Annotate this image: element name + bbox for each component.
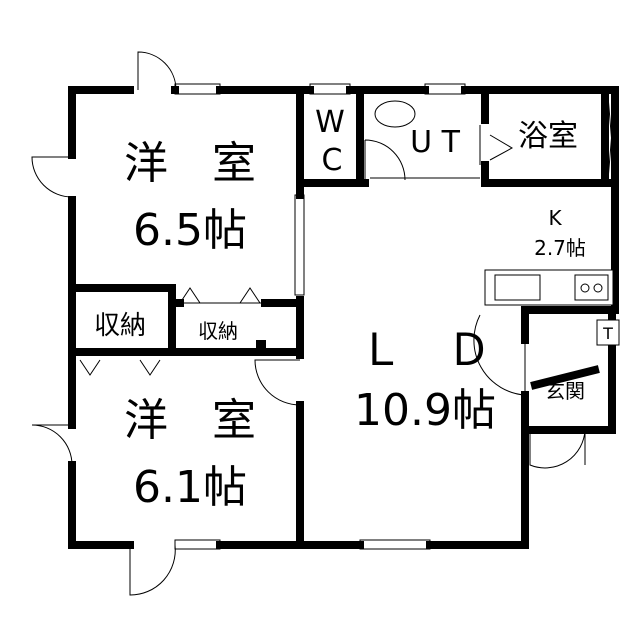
doors <box>31 51 616 596</box>
western2-name: 洋 室 <box>124 395 256 446</box>
kitchen-size: 2.7帖 <box>534 236 586 260</box>
window-western2-bottom <box>174 539 221 550</box>
washbasin-icon <box>374 100 416 128</box>
shoe-cabinet-box <box>596 319 620 346</box>
closet-doors-small <box>179 287 265 304</box>
walls <box>68 86 619 549</box>
door-western2-left <box>31 424 73 466</box>
door-entrance <box>529 429 586 469</box>
ut-label: U T <box>410 125 460 160</box>
ld-name: Ｌ Ｄ <box>359 325 491 376</box>
sliding-door-western1-ld <box>294 194 305 296</box>
burner-icon <box>593 283 603 293</box>
sink-icon <box>494 274 541 301</box>
western1-size: 6.5帖 <box>133 205 247 256</box>
shoe-cabinet-label: T <box>602 324 613 343</box>
wc-label-w: W <box>315 105 345 140</box>
window-wc <box>309 83 351 95</box>
door-western1-left <box>31 156 73 198</box>
window-ut <box>424 83 466 95</box>
room-labels: 洋 室 6.5帖 洋 室 6.1帖 Ｌ Ｄ 10.9帖 K 2.7帖 収納 収納… <box>94 105 613 513</box>
fixtures <box>256 100 620 350</box>
entrance-label: 玄関 <box>545 379 585 403</box>
door-western2-bottom <box>129 544 176 596</box>
stove-icon <box>574 274 609 301</box>
door-entrance-ld <box>473 314 526 396</box>
window-ld-bottom <box>359 539 431 550</box>
door-wc <box>364 139 406 181</box>
storage-small-label: 収納 <box>198 319 238 343</box>
closet-doors-large <box>79 359 161 376</box>
wc-label-c: C <box>322 143 343 178</box>
ld-size: 10.9帖 <box>354 385 496 436</box>
western1-name: 洋 室 <box>124 138 256 189</box>
western2-size: 6.1帖 <box>133 462 247 513</box>
storage-large-label: 収納 <box>94 311 146 341</box>
door-western2-ld <box>254 359 301 406</box>
window-western1-top <box>174 83 221 95</box>
burner-icon <box>580 283 590 293</box>
bath-label: 浴室 <box>518 119 578 154</box>
door-western1-top <box>137 51 177 91</box>
door-bath <box>479 125 514 165</box>
pipe-space <box>256 340 266 350</box>
bath-window-cross <box>607 95 616 181</box>
kitchen-name: K <box>548 206 562 230</box>
